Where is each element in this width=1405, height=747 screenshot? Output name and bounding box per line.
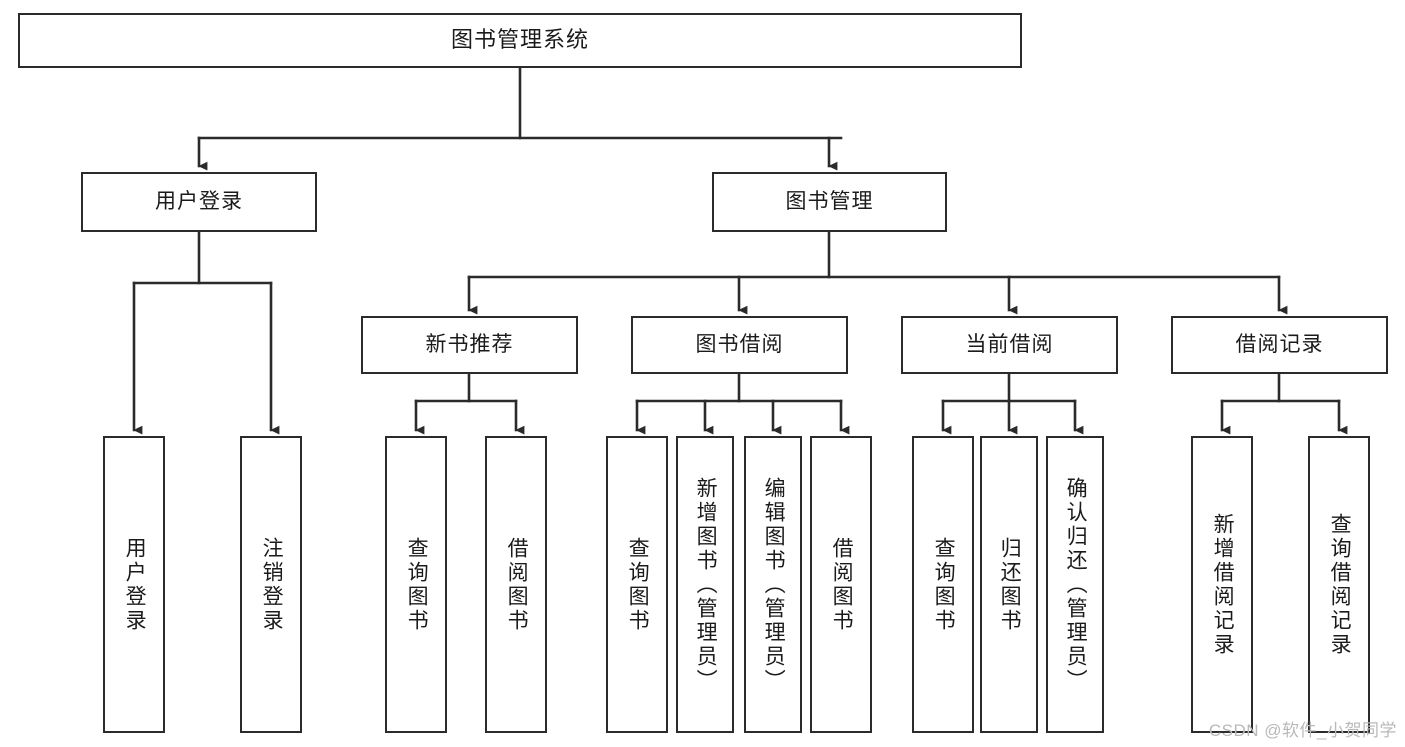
node-label: 查询图书 bbox=[626, 536, 650, 633]
node-book-borrow[interactable]: 图书借阅 bbox=[631, 316, 848, 374]
node-leaf-borrow-book-recommend[interactable]: 借阅图书 bbox=[485, 436, 547, 733]
node-label: 图书借阅 bbox=[695, 333, 784, 357]
node-label: 查询图书 bbox=[932, 536, 956, 633]
node-label: 归还图书 bbox=[998, 536, 1022, 633]
node-leaf-query-book-recommend[interactable]: 查询图书 bbox=[385, 436, 447, 733]
node-label: 查询图书 bbox=[405, 536, 429, 633]
node-book-management[interactable]: 图书管理 bbox=[712, 172, 947, 232]
node-leaf-user-login[interactable]: 用户登录 bbox=[103, 436, 165, 733]
node-label: 确认归还（管理员） bbox=[1064, 476, 1088, 693]
node-label: 借阅记录 bbox=[1235, 333, 1324, 357]
node-leaf-query-borrow-record[interactable]: 查询借阅记录 bbox=[1308, 436, 1370, 733]
node-label: 用户登录 bbox=[155, 190, 243, 214]
node-label: 编辑图书（管理员） bbox=[762, 476, 786, 693]
node-leaf-query-book-borrow[interactable]: 查询图书 bbox=[606, 436, 668, 733]
node-root-book-management-system[interactable]: 图书管理系统 bbox=[18, 13, 1022, 68]
node-leaf-add-book-admin[interactable]: 新增图书（管理员） bbox=[676, 436, 734, 733]
node-new-book-recommend[interactable]: 新书推荐 bbox=[361, 316, 578, 374]
node-leaf-add-borrow-record[interactable]: 新增借阅记录 bbox=[1191, 436, 1253, 733]
node-leaf-logout[interactable]: 注销登录 bbox=[240, 436, 302, 733]
node-label: 图书管理系统 bbox=[450, 27, 589, 53]
node-leaf-return-book[interactable]: 归还图书 bbox=[980, 436, 1038, 733]
node-label: 注销登录 bbox=[260, 536, 284, 633]
node-current-borrow[interactable]: 当前借阅 bbox=[901, 316, 1118, 374]
node-leaf-query-book-current[interactable]: 查询图书 bbox=[912, 436, 974, 733]
node-user-login[interactable]: 用户登录 bbox=[81, 172, 317, 232]
node-label: 借阅图书 bbox=[830, 536, 854, 633]
csdn-watermark: CSDN @软件_小贺同学 bbox=[1208, 721, 1397, 740]
node-label: 用户登录 bbox=[123, 536, 147, 633]
node-leaf-borrow-book[interactable]: 借阅图书 bbox=[810, 436, 872, 733]
node-label: 图书管理 bbox=[785, 190, 874, 214]
node-leaf-edit-book-admin[interactable]: 编辑图书（管理员） bbox=[744, 436, 802, 733]
node-label: 查询借阅记录 bbox=[1328, 512, 1352, 657]
node-leaf-confirm-return-admin[interactable]: 确认归还（管理员） bbox=[1046, 436, 1104, 733]
node-label: 当前借阅 bbox=[965, 333, 1054, 357]
node-label: 新增借阅记录 bbox=[1211, 512, 1235, 657]
node-label: 借阅图书 bbox=[505, 536, 529, 633]
node-label: 新书推荐 bbox=[425, 333, 514, 357]
node-borrow-record[interactable]: 借阅记录 bbox=[1171, 316, 1388, 374]
node-label: 新增图书（管理员） bbox=[694, 476, 718, 693]
